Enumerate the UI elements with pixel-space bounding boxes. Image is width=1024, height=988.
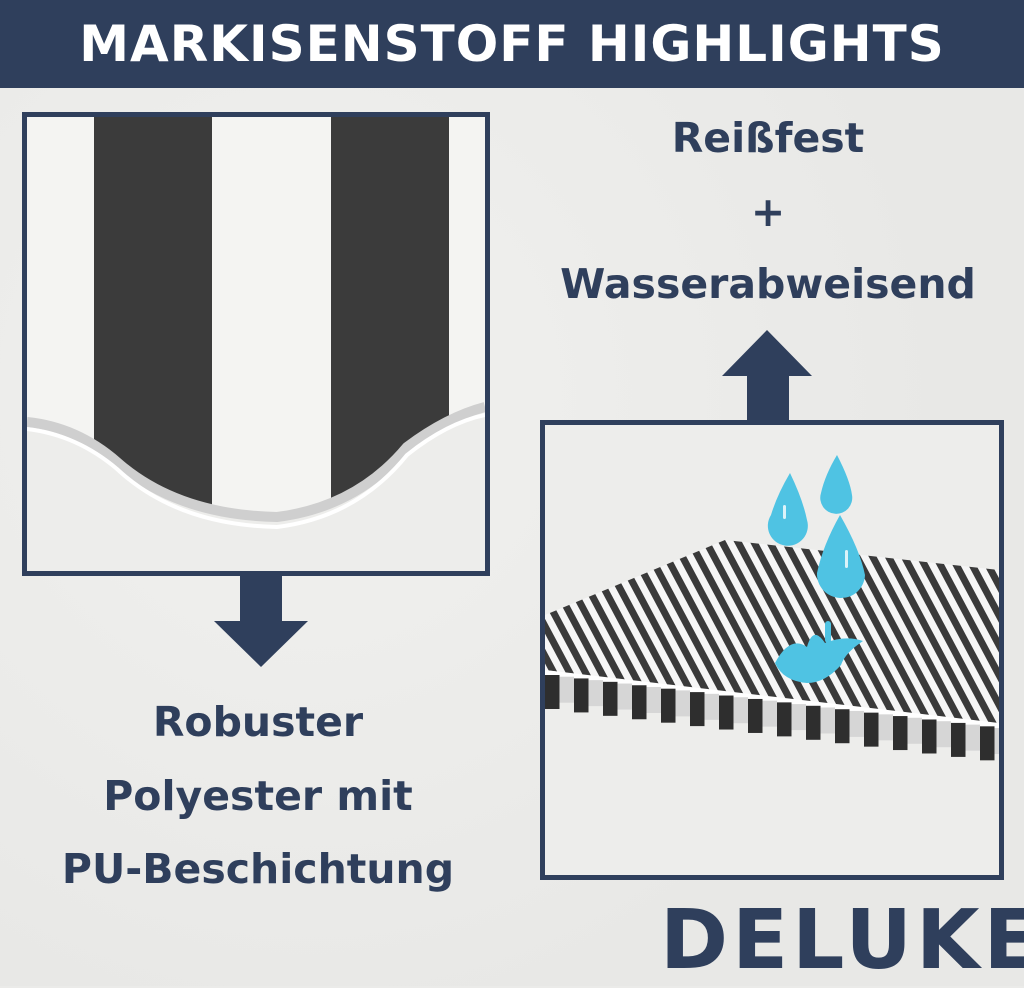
caption-line: Polyester mit [103, 772, 413, 820]
page-title: MARKISENSTOFF HIGHLIGHTS [79, 15, 945, 73]
water-drops-icon [767, 455, 865, 683]
caption-line: PU-Beschichtung [61, 845, 455, 893]
caption-line: + [750, 188, 786, 236]
awning-valance: (function(){ var g=document.currentScrip… [545, 675, 999, 761]
title-banner: MARKISENSTOFF HIGHLIGHTS [0, 0, 1024, 88]
water-repellent-image: (function(){ var g=document.currentScrip… [540, 420, 1004, 880]
caption-line: Wasserabweisend [560, 260, 976, 308]
arrow-down-icon [214, 575, 308, 667]
deluke-logo: DELUKE [660, 893, 1024, 988]
caption-line: Robuster [152, 698, 364, 746]
fabric-closeup-image [22, 112, 490, 576]
caption-line: Reißfest [671, 114, 865, 162]
arrow-up-icon [722, 330, 812, 422]
